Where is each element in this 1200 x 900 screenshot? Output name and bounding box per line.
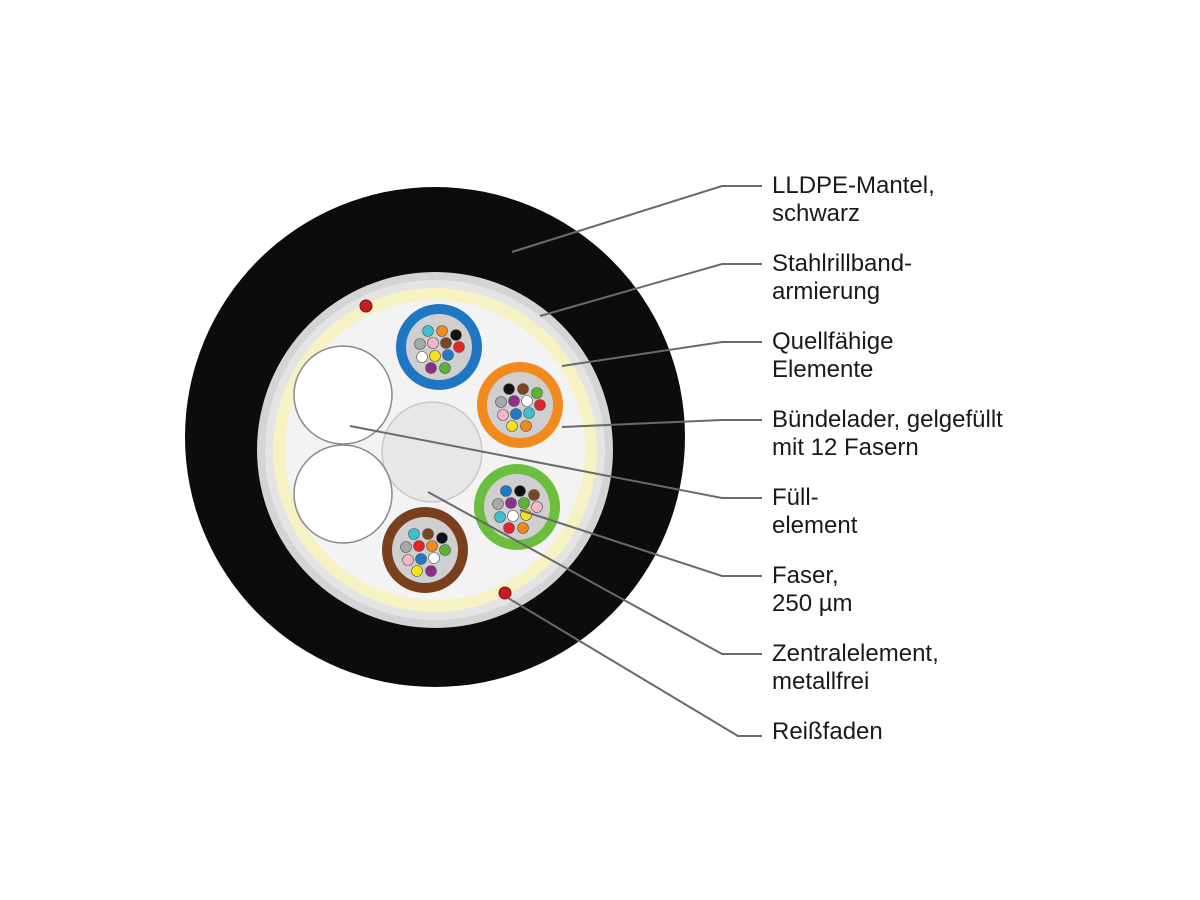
fiber [436, 325, 448, 337]
fiber [506, 420, 518, 432]
leader-line-tube [561, 419, 762, 428]
fiber [494, 511, 506, 523]
filler-element [293, 444, 393, 544]
leader-line-armour [539, 263, 762, 317]
label-filler-element: Füll- element [772, 484, 858, 539]
fiber [517, 383, 529, 395]
fiber [534, 399, 546, 411]
fiber [520, 420, 532, 432]
fiber [523, 407, 535, 419]
fiber [514, 485, 526, 497]
fiber [517, 522, 529, 534]
fiber [450, 329, 462, 341]
fiber [427, 337, 439, 349]
fiber [497, 409, 509, 421]
leader-line-fiber [519, 509, 762, 577]
fiber [521, 395, 533, 407]
fiber [422, 325, 434, 337]
leader-line-jacket [511, 185, 762, 253]
fiber [505, 497, 517, 509]
label-ripcord: Reißfaden [772, 718, 883, 745]
ripcord [498, 586, 512, 600]
label-armour: Stahlrillband- armierung [772, 250, 919, 305]
fiber [510, 408, 522, 420]
fiber [413, 540, 425, 552]
fiber [518, 497, 530, 509]
fiber [426, 540, 438, 552]
leader-line-ripcord [507, 597, 762, 737]
fiber [495, 396, 507, 408]
fiber [416, 351, 428, 363]
fiber [425, 362, 437, 374]
fiber [428, 552, 440, 564]
central-strength-member [381, 401, 483, 503]
fiber [507, 510, 519, 522]
fiber [440, 337, 452, 349]
fiber [508, 395, 520, 407]
ripcord [359, 299, 373, 313]
fiber [528, 489, 540, 501]
fiber [408, 528, 420, 540]
fiber [531, 501, 543, 513]
fiber [402, 554, 414, 566]
fiber [414, 338, 426, 350]
fiber [500, 485, 512, 497]
fiber [400, 541, 412, 553]
fiber [425, 565, 437, 577]
fiber [439, 544, 451, 556]
fiber [492, 498, 504, 510]
fiber [415, 553, 427, 565]
leader-line-filler [349, 425, 762, 499]
fiber [453, 341, 465, 353]
leader-line-central [427, 491, 762, 655]
fiber [436, 532, 448, 544]
fiber [439, 362, 451, 374]
label-swelling-elements: Quellfähige Elemente [772, 328, 900, 383]
leader-line-swelling [561, 341, 762, 367]
fiber [429, 350, 441, 362]
fiber [422, 528, 434, 540]
fiber [503, 383, 515, 395]
label-central-member: Zentralelement, metallfrei [772, 640, 945, 695]
fiber [531, 387, 543, 399]
fiber [442, 349, 454, 361]
filler-element [293, 345, 393, 445]
label-fiber: Faser, 250 µm [772, 562, 853, 617]
label-loose-tube: Bündelader, gelgefüllt mit 12 Fasern [772, 406, 1010, 461]
fiber [411, 565, 423, 577]
label-jacket: LLDPE-Mantel, schwarz [772, 172, 941, 227]
fiber [503, 522, 515, 534]
